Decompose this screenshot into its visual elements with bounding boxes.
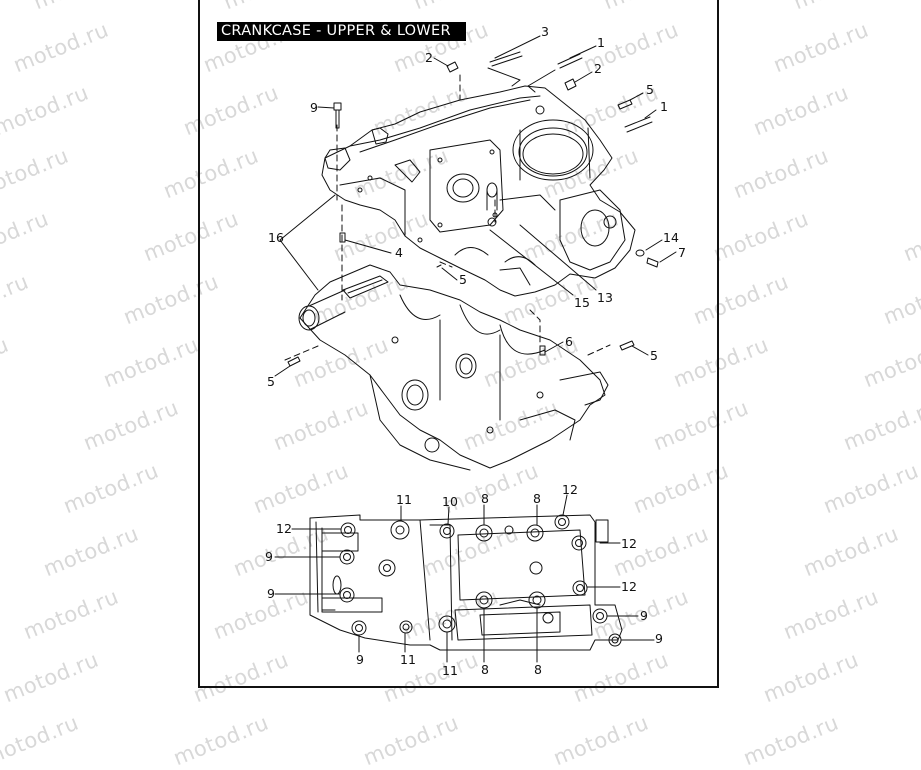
callout-label: 9	[310, 100, 318, 115]
callout-label: 12	[562, 482, 578, 497]
callout-label: 6	[565, 334, 573, 349]
callout-label: 16	[268, 230, 284, 245]
callout-label: 7	[678, 245, 686, 260]
bolt-bosses	[339, 514, 622, 647]
callout-label: 9	[265, 549, 273, 564]
callout-label: 9	[267, 586, 275, 601]
callout-label: 11	[442, 663, 458, 678]
callout-label: 9	[655, 631, 663, 646]
callout-label: 10	[442, 494, 458, 509]
callout-label: 8	[534, 662, 542, 677]
watermark-text: motod.ru	[0, 710, 83, 770]
exploded-view-illustration	[274, 35, 677, 663]
callout-label: 4	[395, 245, 403, 260]
callout-label: 11	[396, 492, 412, 507]
callout-label: 5	[646, 82, 654, 97]
callout-label: 5	[650, 348, 658, 363]
diagram-title: CRANKCASE - UPPER & LOWER	[217, 22, 466, 41]
callout-label: 12	[276, 521, 292, 536]
callout-label: 12	[621, 579, 637, 594]
watermark-text: motod.ru	[360, 710, 463, 770]
callout-label: 1	[660, 99, 668, 114]
callout-label: 11	[400, 652, 416, 667]
callout-label: 5	[267, 374, 275, 389]
callout-label: 5	[459, 272, 467, 287]
lower-crankcase	[298, 264, 609, 471]
callout-label: 13	[597, 290, 613, 305]
callout-label: 2	[425, 50, 433, 65]
callout-label: 2	[594, 61, 602, 76]
callout-label: 12	[621, 536, 637, 551]
callout-label: 8	[533, 491, 541, 506]
callout-label: 15	[574, 295, 590, 310]
callout-label: 9	[640, 608, 648, 623]
callout-label: 8	[481, 491, 489, 506]
callout-label: 1	[597, 35, 605, 50]
upper-crankcase	[321, 85, 636, 297]
watermark-text: motod.ru	[740, 710, 843, 770]
diagram-frame	[198, 0, 719, 688]
callout-label: 3	[541, 24, 549, 39]
lower-case-bottom-view	[274, 494, 655, 663]
callout-label: 14	[663, 230, 679, 245]
watermark-text: motod.ru	[550, 710, 653, 770]
callout-label: 9	[356, 652, 364, 667]
callout-label: 8	[481, 662, 489, 677]
watermark-text: motod.ru	[170, 710, 273, 770]
